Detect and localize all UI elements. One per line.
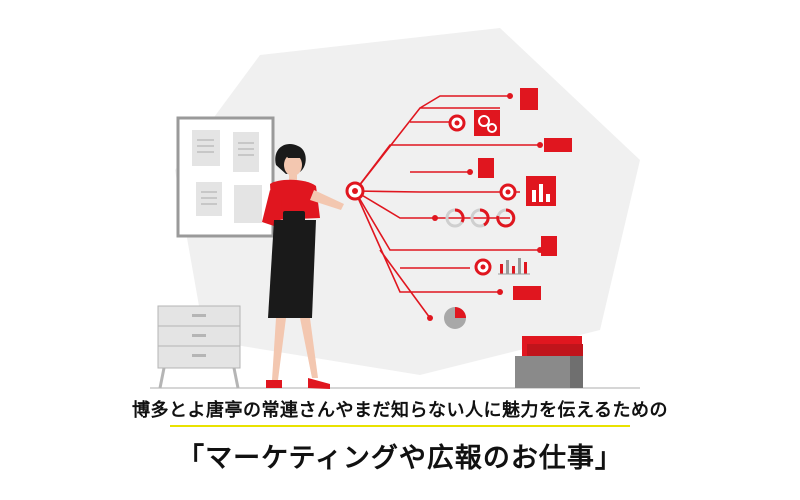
donut-gauges — [445, 208, 516, 228]
file-box — [515, 336, 583, 388]
bulletin-board — [176, 116, 275, 238]
node-points — [427, 93, 543, 321]
marketing-illustration — [150, 28, 640, 389]
mini-bar-chart — [498, 258, 530, 275]
caption-line-1: 博多とよ唐亭の常連さんやまだ知らない人に魅力を伝えるための — [132, 400, 668, 421]
pie-chart — [444, 307, 466, 329]
caption-line-2: 「マーケティングや広報のお仕事」 — [177, 443, 623, 474]
drawer-cabinet — [157, 305, 241, 389]
caption-divider — [170, 425, 630, 427]
document-icons — [478, 88, 572, 300]
gears-card — [474, 110, 500, 136]
woman-figure — [262, 144, 344, 389]
bar-chart-card — [526, 176, 556, 206]
target-nodes — [345, 114, 517, 276]
